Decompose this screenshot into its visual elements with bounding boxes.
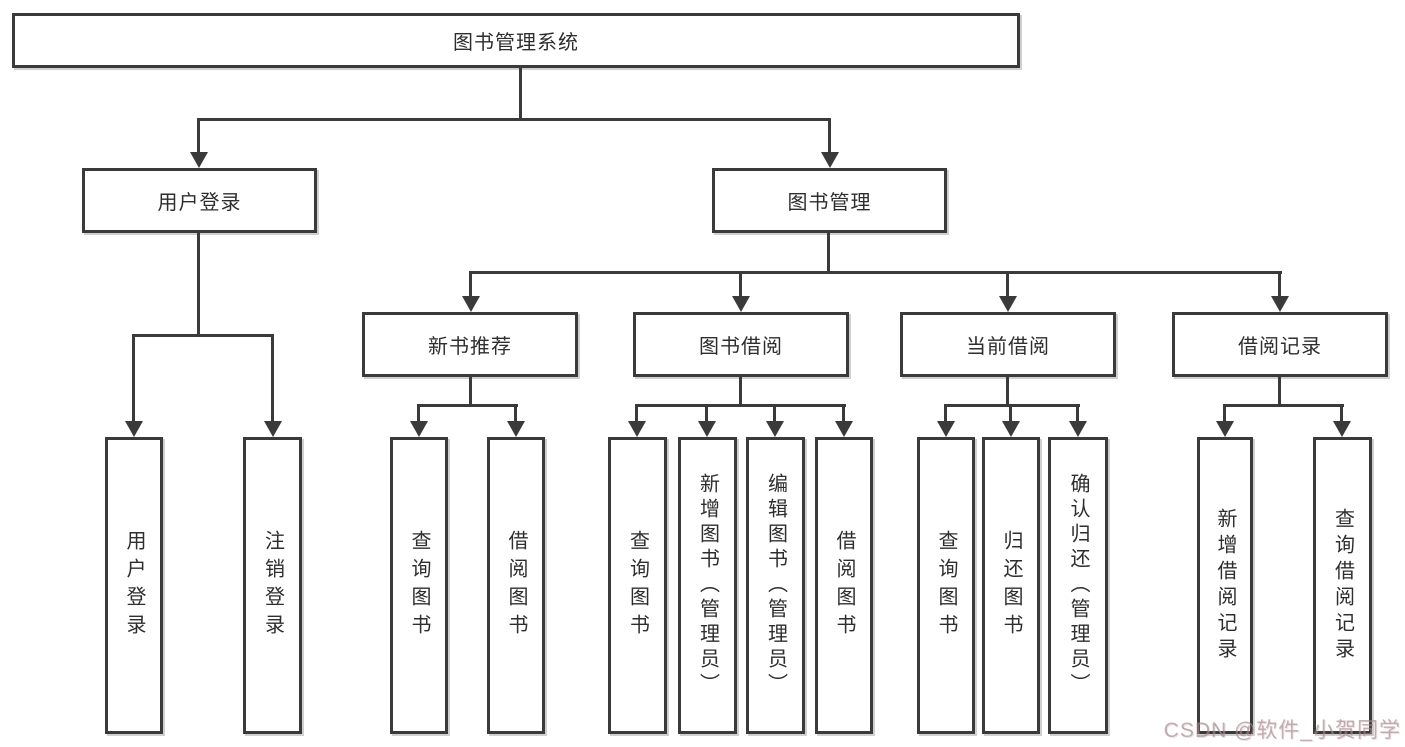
connector-line <box>1009 404 1012 423</box>
connector-line <box>514 404 517 423</box>
connector-line <box>132 334 274 337</box>
leaf-user-login: 用户登录 <box>105 437 163 734</box>
leaf-confirm-return-admin: 确认归还（管理员） <box>1048 437 1108 734</box>
leaf-add-borrow-record: 新增借阅记录 <box>1197 437 1253 734</box>
connector-line <box>828 118 831 154</box>
leaf-query-book-1-label: 查询图书 <box>408 529 430 642</box>
connector-line <box>944 404 947 423</box>
leaf-query-borrow-record: 查询借阅记录 <box>1313 437 1372 734</box>
leaf-borrow-book-1-label: 借阅图书 <box>505 529 527 642</box>
connector-line <box>1006 377 1009 407</box>
arrow-down-icon <box>1333 421 1351 437</box>
node-borrow-records: 借阅记录 <box>1172 312 1388 377</box>
connector-line <box>1223 404 1344 407</box>
arrow-down-icon <box>628 421 646 437</box>
arrow-down-icon <box>937 421 955 437</box>
connector-line <box>739 271 742 298</box>
leaf-borrow-book-1: 借阅图书 <box>487 437 545 734</box>
arrow-down-icon <box>462 296 480 312</box>
connector-line <box>773 404 776 423</box>
node-book-mgmt-label: 图书管理 <box>787 192 872 214</box>
arrow-down-icon <box>1002 421 1020 437</box>
connector-line <box>944 404 1080 407</box>
connector-line <box>469 271 472 298</box>
arrow-down-icon <box>507 421 525 437</box>
connector-line <box>827 233 830 274</box>
connector-line <box>1076 404 1079 423</box>
arrow-down-icon <box>766 421 784 437</box>
arrow-down-icon <box>1216 421 1234 437</box>
csdn-watermark: CSDN @软件_小贺同学 <box>1163 719 1401 742</box>
node-book-mgmt: 图书管理 <box>712 168 947 233</box>
connector-line <box>1278 271 1281 298</box>
connector-line <box>417 404 518 407</box>
leaf-add-borrow-record-label: 新增借阅记录 <box>1214 507 1236 664</box>
leaf-edit-book-admin-label: 编辑图书（管理员） <box>764 473 787 698</box>
node-user-login: 用户登录 <box>82 168 317 233</box>
arrow-down-icon <box>410 421 428 437</box>
connector-line <box>417 404 420 423</box>
connector-line <box>705 404 708 423</box>
node-new-book: 新书推荐 <box>362 312 578 377</box>
leaf-borrow-book-2: 借阅图书 <box>815 437 873 734</box>
arrow-down-icon <box>1069 421 1087 437</box>
node-borrow-records-label: 借阅记录 <box>1238 336 1322 358</box>
connector-line <box>1006 271 1009 298</box>
leaf-add-book-admin-label: 新增图书（管理员） <box>696 473 719 698</box>
leaf-return-book: 归还图书 <box>982 437 1040 734</box>
connector-line <box>1340 404 1343 423</box>
node-root: 图书管理系统 <box>12 13 1020 68</box>
arrow-down-icon <box>999 296 1017 312</box>
connector-line <box>1278 377 1281 407</box>
leaf-confirm-return-admin-label: 确认归还（管理员） <box>1067 473 1089 698</box>
leaf-query-book-2: 查询图书 <box>608 437 667 734</box>
leaf-user-login-label: 用户登录 <box>123 529 145 642</box>
connector-line <box>635 404 638 423</box>
arrow-down-icon <box>125 421 143 437</box>
connector-line <box>469 271 1282 274</box>
leaf-add-book-admin: 新增图书（管理员） <box>678 437 737 734</box>
leaf-query-borrow-record-label: 查询借阅记录 <box>1331 507 1354 664</box>
node-current-borrow: 当前借阅 <box>900 312 1116 377</box>
arrow-down-icon <box>264 421 282 437</box>
connector-line <box>132 334 135 423</box>
connector-line <box>197 118 831 121</box>
node-current-borrow-label: 当前借阅 <box>966 336 1050 358</box>
leaf-query-book-3: 查询图书 <box>917 437 975 734</box>
node-user-login-label: 用户登录 <box>157 192 242 214</box>
arrow-down-icon <box>732 296 750 312</box>
node-root-label: 图书管理系统 <box>453 32 579 54</box>
leaf-query-book-2-label: 查询图书 <box>626 529 649 642</box>
connector-line <box>1223 404 1226 423</box>
connector-line <box>271 334 274 423</box>
arrow-down-icon <box>190 152 208 168</box>
connector-line <box>197 233 200 337</box>
leaf-logout: 注销登录 <box>243 437 302 734</box>
node-book-borrow-label: 图书借阅 <box>699 336 783 358</box>
leaf-borrow-book-2-label: 借阅图书 <box>833 529 855 642</box>
connector-line <box>197 118 200 154</box>
connector-line <box>739 377 742 407</box>
arrow-down-icon <box>698 421 716 437</box>
node-new-book-label: 新书推荐 <box>428 336 512 358</box>
leaf-query-book-1: 查询图书 <box>390 437 448 734</box>
leaf-return-book-label: 归还图书 <box>1000 529 1022 642</box>
arrow-down-icon <box>1271 296 1289 312</box>
connector-line <box>519 68 522 121</box>
node-book-borrow: 图书借阅 <box>633 312 849 377</box>
leaf-query-book-3-label: 查询图书 <box>935 529 957 642</box>
leaf-logout-label: 注销登录 <box>261 529 284 642</box>
arrow-down-icon <box>821 152 839 168</box>
arrow-down-icon <box>835 421 853 437</box>
connector-line <box>842 404 845 423</box>
connector-line <box>469 377 472 407</box>
leaf-edit-book-admin: 编辑图书（管理员） <box>746 437 805 734</box>
connector-line <box>635 404 846 407</box>
